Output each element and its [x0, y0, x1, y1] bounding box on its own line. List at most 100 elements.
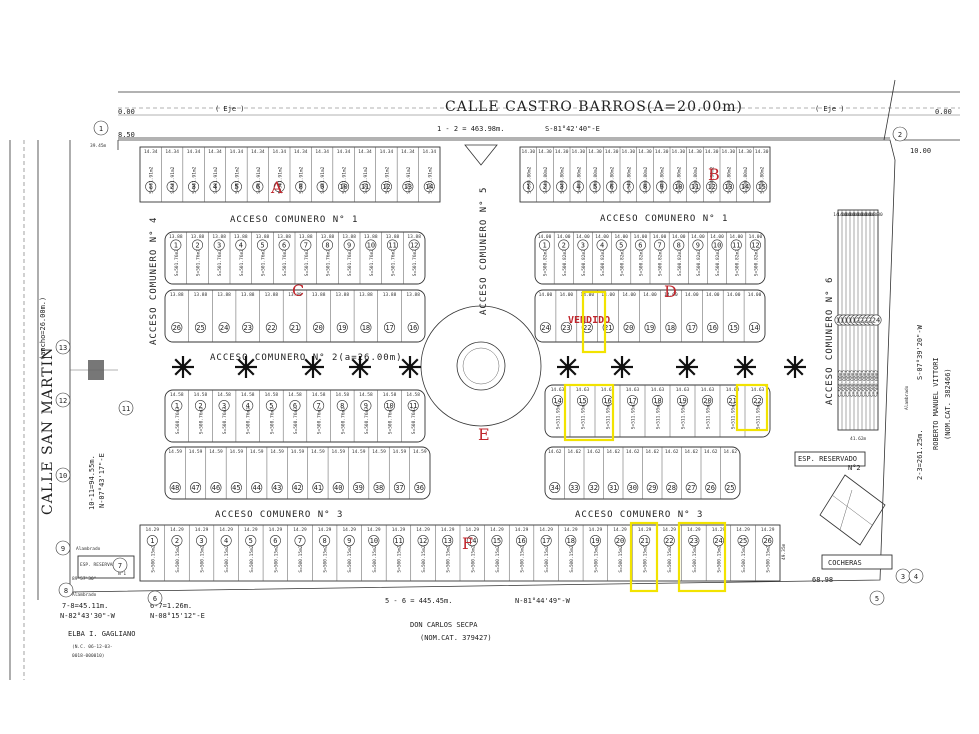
lot[interactable]: 513.88S=501.76m2 [251, 232, 270, 284]
lot[interactable]: 713.88S=501.76m2 [294, 232, 313, 284]
lot[interactable]: 514.34S=501.91m2 [225, 147, 244, 202]
lot[interactable]: 614.30S=500.80m2 [603, 147, 619, 202]
lot[interactable]: 214.34S=501.91m2 [161, 147, 179, 202]
lot[interactable]: 814.30S=500.80m2 [636, 147, 652, 202]
lot[interactable]: 413.88S=501.76m2 [229, 232, 248, 284]
highlight-f-23-24[interactable] [677, 521, 727, 593]
lot[interactable]: 214.00S=500.82m2 [553, 232, 571, 284]
lot[interactable]: 814.00S=500.82m2 [668, 232, 686, 284]
lot[interactable]: 914.58S=508.76m2 [353, 390, 373, 442]
lot[interactable]: 414.30S=500.80m2 [569, 147, 585, 202]
lot[interactable]: 514.30S=500.80m2 [586, 147, 602, 202]
lot[interactable]: 914.00S=500.82m2 [688, 232, 705, 284]
lot[interactable]: 414.34S=501.91m2 [204, 147, 222, 202]
lot[interactable]: 414.58S=508.76m2 [235, 390, 255, 442]
lot[interactable]: 714.34S=501.91m2 [268, 147, 287, 202]
highlight-f-21[interactable] [629, 521, 659, 593]
lot[interactable]: 314.58S=508.76m2 [212, 390, 231, 442]
lot[interactable]: 614.34S=501.91m2 [246, 147, 265, 202]
lot[interactable]: 314.30S=500.80m2 [553, 147, 569, 202]
lot[interactable]: 914.30S=500.80m2 [653, 147, 669, 202]
lot[interactable]: 614.00S=500.82m2 [630, 232, 648, 284]
lot[interactable]: 613.88S=501.76m2 [273, 232, 291, 284]
lot[interactable]: 914.29S=500.15m2 [336, 525, 356, 581]
lot[interactable]: 813.88S=501.76m2 [316, 232, 335, 284]
lot[interactable]: 213.88S=501.76m2 [186, 232, 205, 284]
lot[interactable]: 114.00S=500.82m2 [538, 234, 552, 276]
highlight-e-15-16[interactable] [563, 383, 615, 442]
lot[interactable]: 814.34S=501.91m2 [289, 147, 308, 202]
lot[interactable]: 114.34S=501.91m2 [144, 149, 158, 194]
lot[interactable]: 714.58S=508.76m2 [306, 390, 326, 442]
lot[interactable]: 814.29S=500.15m2 [312, 525, 332, 581]
lot[interactable]: 114.30S=500.80m2 [522, 149, 536, 194]
lot[interactable]: 114.29S=500.15m2 [146, 527, 160, 573]
lot[interactable]: 814.58S=508.76m2 [330, 390, 349, 442]
lot[interactable]: 914.34S=501.91m2 [311, 147, 329, 202]
lot[interactable]: 714.30S=500.80m2 [619, 147, 635, 202]
